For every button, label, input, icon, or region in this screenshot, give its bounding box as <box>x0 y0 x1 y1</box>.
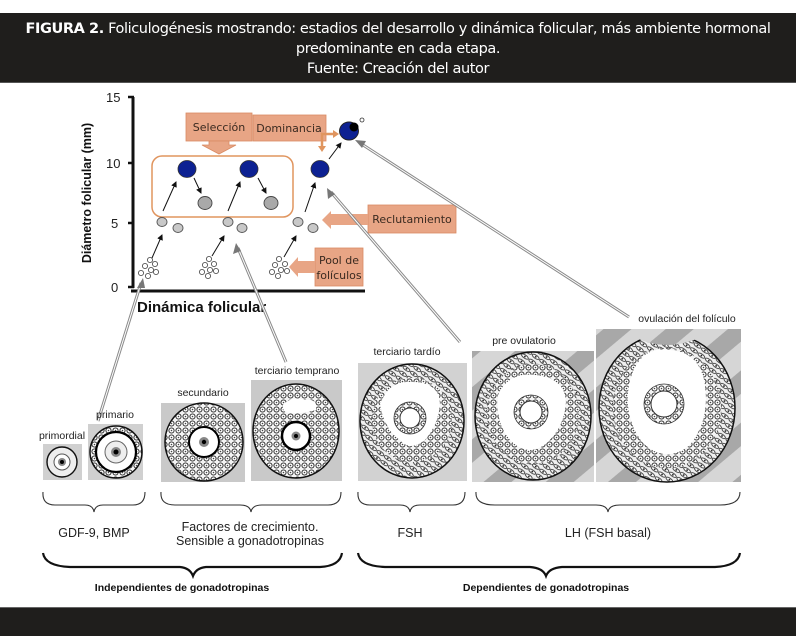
follicular-dynamics-chart: 15 10 5 0 Diámetro folicular (mm) Dinámi… <box>80 90 457 316</box>
recruited-follicle <box>156 217 168 227</box>
hormone-gdf9-bmp: GDF-9, BMP <box>58 526 130 540</box>
caption-source: Fuente: Creación del autor <box>306 61 490 77</box>
y-tick-label-0: 0 <box>111 280 118 295</box>
stage-secundario: secundario <box>161 387 245 482</box>
stage-ovulacion: ovulación del folículo <box>596 313 741 483</box>
recruitment-callout: Reclutamiento <box>322 204 457 234</box>
figure-label: FIGURA 2. <box>25 21 104 37</box>
dominant-follicle <box>339 117 365 141</box>
selection-label: Selección <box>193 121 245 134</box>
recruited-follicle <box>172 223 184 233</box>
brace-dependent <box>356 552 742 580</box>
brace-gdf9 <box>42 491 146 513</box>
selected-follicle <box>239 160 259 178</box>
figure-caption-header: FIGURA 2. Foliculogénesis mostrando: est… <box>0 13 796 83</box>
stage-label-pre-ovulatorio: pre ovulatorio <box>492 335 556 347</box>
follicle-pool-2 <box>198 255 220 280</box>
hormone-braces <box>42 491 741 513</box>
stage-pre-ovulatorio: pre ovulatorio <box>472 335 594 482</box>
hormone-lh: LH (FSH basal) <box>565 526 651 540</box>
follicle-pool-1 <box>137 256 160 280</box>
follicle-pool-3 <box>268 255 291 280</box>
footer-bar <box>0 607 796 636</box>
hormone-factores-line1: Factores de crecimiento. <box>182 520 319 534</box>
x-axis-title: Dinámica folicular <box>137 299 266 316</box>
group-dependent-label: Dependientes de gonadotropinas <box>463 582 629 594</box>
brace-factores <box>160 491 342 513</box>
stage-label-primordial: primordial <box>39 430 85 442</box>
selection-callout: Selección <box>185 112 253 155</box>
recruited-follicle <box>236 223 248 233</box>
caption-title-part1: Foliculogénesis mostrando: estadios del … <box>108 21 771 37</box>
stage-label-secundario: secundario <box>177 387 229 399</box>
recruited-follicle <box>292 217 304 227</box>
stage-terciario-tardio: terciario tardío <box>358 346 467 481</box>
progression-arrows <box>151 142 342 259</box>
y-tick-label-5: 5 <box>111 216 118 231</box>
stage-label-primario: primario <box>96 409 134 421</box>
atretic-follicle <box>197 196 213 210</box>
dominance-callout: Dominancia <box>252 114 339 152</box>
atretic-follicle <box>263 196 279 210</box>
stage-primario: primario <box>88 409 143 480</box>
stage-label-terciario-tardio: terciario tardío <box>373 346 440 358</box>
dominance-label: Dominancia <box>256 122 322 135</box>
selected-follicle <box>177 160 197 178</box>
stage-primordial: primordial <box>39 430 85 480</box>
group-independent-label: Independientes de gonadotropinas <box>95 582 270 594</box>
pool-callout: Pool de folículos <box>289 247 364 287</box>
stage-terciario-temprano: terciario temprano <box>251 365 342 481</box>
brace-lh <box>475 491 741 513</box>
group-braces <box>41 552 742 580</box>
pool-label-line1: Pool de <box>319 254 359 267</box>
y-axis-title: Diámetro folicular (mm) <box>80 123 94 263</box>
y-tick-label-10: 10 <box>106 156 120 171</box>
y-tick-label-15: 15 <box>106 90 120 105</box>
selection-box <box>151 155 294 218</box>
caption-title-part2: predominante en cada etapa. <box>295 41 501 57</box>
recruitment-label: Reclutamiento <box>372 213 452 226</box>
caption-title: FIGURA 2. Foliculogénesis mostrando: est… <box>0 19 796 39</box>
pool-label-line2: folículos <box>316 269 362 282</box>
brace-fsh <box>357 491 466 513</box>
stage-label-terciario-temprano: terciario temprano <box>255 365 340 377</box>
hormone-fsh: FSH <box>398 526 423 540</box>
stage-label-ovulacion: ovulación del folículo <box>638 313 736 325</box>
selected-follicle <box>310 160 330 178</box>
brace-independent <box>41 552 344 580</box>
hormone-factores-line2: Sensible a gonadotropinas <box>176 534 324 548</box>
recruited-follicle <box>307 223 319 233</box>
recruited-follicle <box>222 217 234 227</box>
